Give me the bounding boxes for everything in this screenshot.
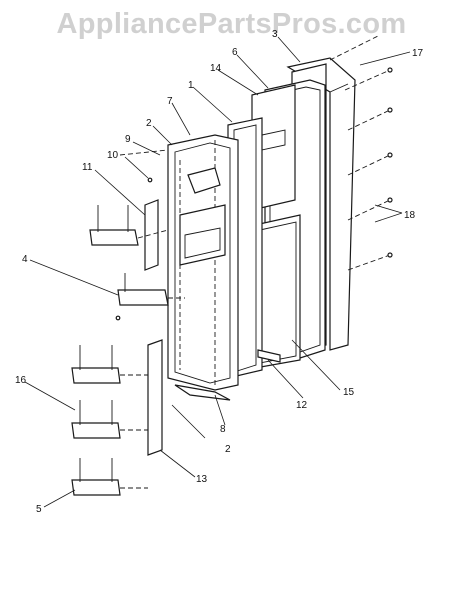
callout-15: 15 <box>343 387 355 398</box>
door-bin-upper <box>89 205 139 246</box>
strip-13 <box>147 339 163 456</box>
callout-2-bottom: 2 <box>225 444 231 455</box>
callout-17: 17 <box>412 48 424 59</box>
callout-16: 16 <box>15 375 27 386</box>
door-bin-4 <box>117 273 169 306</box>
callout-4: 4 <box>22 254 28 265</box>
callout-3: 3 <box>272 29 278 40</box>
callout-7: 7 <box>167 96 173 107</box>
assembly-guides <box>119 34 391 489</box>
callout-11: 11 <box>82 162 93 173</box>
strip-11 <box>144 199 159 271</box>
callout-labels: 3 17 6 14 1 7 2 9 10 11 4 16 5 13 2 8 12… <box>15 29 424 515</box>
callout-10: 10 <box>107 150 119 161</box>
screws <box>115 67 393 321</box>
callout-2-top: 2 <box>146 118 152 129</box>
callout-9: 9 <box>125 134 131 145</box>
callout-13: 13 <box>196 474 208 485</box>
door-bin-middle <box>71 345 121 384</box>
callout-18: 18 <box>404 210 416 221</box>
callout-12: 12 <box>296 400 308 411</box>
callout-8: 8 <box>220 424 226 435</box>
door-bin-16 <box>71 400 121 439</box>
door-bin-5 <box>71 458 121 496</box>
hinge-plate-12 <box>257 349 281 363</box>
callout-14: 14 <box>210 63 222 74</box>
main-cabinet-frame <box>167 134 239 401</box>
leader-lines <box>24 36 411 508</box>
callout-5: 5 <box>36 504 42 515</box>
callout-6: 6 <box>232 47 238 58</box>
callout-1: 1 <box>188 80 194 91</box>
watermark: AppliancePartsPros.com <box>56 8 407 40</box>
